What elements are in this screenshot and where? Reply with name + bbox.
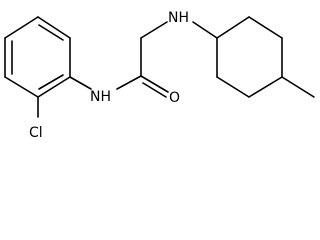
carbonyl-bond-inner	[142, 82, 167, 98]
ch2-n-bond	[140, 21, 168, 39]
amide-nh-label: NH	[90, 89, 111, 105]
n-cyclohexyl-bond	[192, 21, 218, 39]
bond	[4, 16, 39, 39]
carbonyl-bond	[140, 75, 169, 93]
double-bond-inner	[38, 74, 64, 90]
bond	[37, 76, 71, 98]
oxygen-label: O	[169, 90, 180, 106]
structure-diagram: Cl NH O NH	[4, 10, 315, 141]
chlorine-label: Cl	[29, 125, 43, 141]
bond	[216, 16, 250, 39]
cyclohexane-ring	[216, 16, 283, 98]
n-carbonyl-bond	[116, 75, 142, 90]
benzene-ring	[4, 16, 71, 98]
amine-nh-label: NH	[168, 10, 189, 26]
bond	[216, 76, 250, 98]
bond	[248, 16, 283, 39]
bond	[37, 16, 71, 39]
bond	[248, 76, 283, 98]
bond	[4, 76, 39, 98]
ring-n-bond	[69, 76, 92, 90]
double-bond-inner	[38, 24, 64, 41]
methyl-bond	[281, 76, 315, 98]
